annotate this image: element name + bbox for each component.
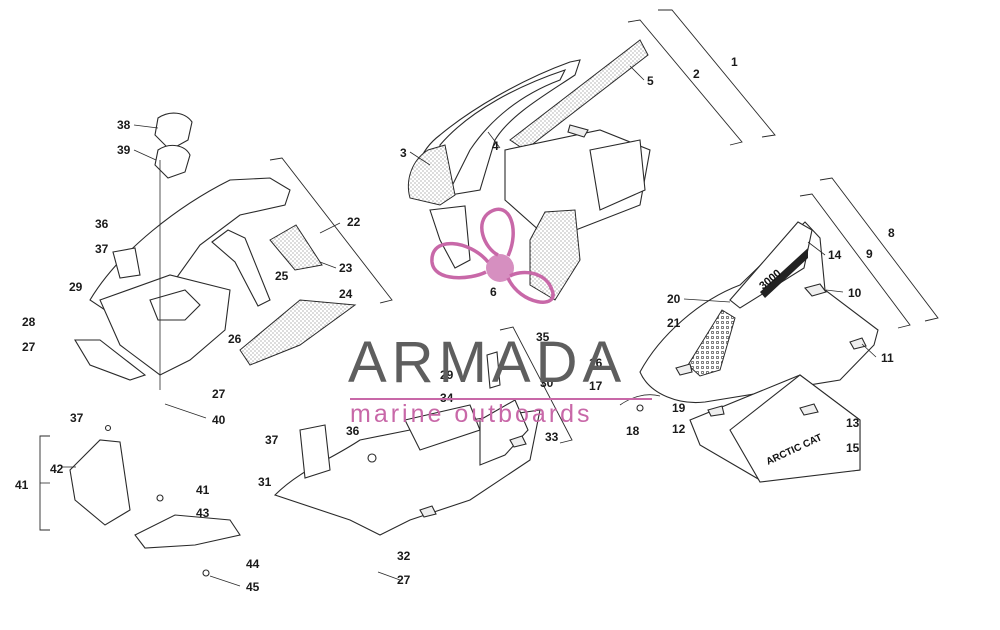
callout-label: 14 bbox=[828, 248, 842, 262]
callout-label: 40 bbox=[212, 413, 226, 427]
callout-label: 36 bbox=[346, 424, 360, 438]
gasket-38 bbox=[154, 112, 193, 151]
callout-label: 39 bbox=[117, 143, 131, 157]
callout-label: 36 bbox=[95, 217, 109, 231]
side-panel-assembly: 3000 ARCTIC CAT bbox=[619, 221, 879, 483]
bracket-43 bbox=[134, 514, 241, 549]
callout-label: 1 bbox=[731, 55, 738, 69]
gasket-39 bbox=[154, 144, 191, 179]
callout-label: 27 bbox=[22, 340, 36, 354]
propeller-icon bbox=[430, 207, 555, 304]
callout-label: 45 bbox=[246, 580, 260, 594]
hood-assembly bbox=[407, 39, 651, 301]
callout-label: 32 bbox=[397, 549, 411, 563]
callout-label: 22 bbox=[347, 215, 361, 229]
callout-label: 23 bbox=[339, 261, 353, 275]
callout-label: 27 bbox=[212, 387, 226, 401]
bracket-25 bbox=[211, 229, 271, 307]
callout-label: 6 bbox=[490, 285, 497, 299]
callout-label: 27 bbox=[397, 573, 411, 587]
leader-lines bbox=[62, 65, 877, 587]
callout-label: 28 bbox=[22, 315, 36, 329]
callout-label: 26 bbox=[228, 332, 242, 346]
callout-label: 8 bbox=[888, 226, 895, 240]
callout-label: 37 bbox=[95, 242, 109, 256]
callout-label: 19 bbox=[672, 401, 686, 415]
callout-label: 44 bbox=[246, 557, 260, 571]
small-parts bbox=[69, 424, 241, 577]
panel-42 bbox=[69, 439, 131, 526]
callout-label: 12 bbox=[672, 422, 686, 436]
callout-label: 41 bbox=[196, 483, 210, 497]
watermark-underline bbox=[350, 398, 652, 400]
grouping-brackets bbox=[39, 9, 939, 531]
callout-label: 25 bbox=[275, 269, 289, 283]
front-nose-assembly bbox=[74, 112, 357, 390]
callout-label: 37 bbox=[70, 411, 84, 425]
lower-panel-15 bbox=[729, 374, 861, 483]
callout-label: 4 bbox=[492, 139, 499, 153]
callout-label: 31 bbox=[258, 475, 272, 489]
callout-label: 2 bbox=[693, 67, 700, 81]
pad-23 bbox=[269, 224, 323, 271]
callout-label: 29 bbox=[69, 280, 83, 294]
belly-pan-assembly bbox=[273, 351, 541, 536]
vent-mesh bbox=[687, 309, 736, 377]
callout-label: 18 bbox=[626, 424, 640, 438]
callout-label: 43 bbox=[196, 506, 210, 520]
callout-labels: 1 2 3 4 5 6 7 8 9 10 11 12 13 14 15 16 1… bbox=[15, 55, 895, 594]
callout-label: 5 bbox=[647, 74, 654, 88]
callout-label: 9 bbox=[866, 247, 873, 261]
callout-label: 37 bbox=[265, 433, 279, 447]
callout-label: 35 bbox=[536, 330, 550, 344]
callout-label: 15 bbox=[846, 441, 860, 455]
callout-label: 21 bbox=[667, 316, 681, 330]
watermark-title: ARMADA bbox=[348, 330, 627, 395]
callout-label: 3 bbox=[400, 146, 407, 160]
callout-label: 16 bbox=[589, 356, 603, 370]
pad-24 bbox=[239, 299, 357, 366]
watermark-subtitle: marine outboards bbox=[350, 400, 593, 428]
callout-label: 11 bbox=[881, 351, 894, 365]
callout-label: 17 bbox=[589, 379, 603, 393]
callout-label: 20 bbox=[667, 292, 681, 306]
callout-label: 38 bbox=[117, 118, 131, 132]
callout-label: 30 bbox=[540, 376, 554, 390]
callout-label: 29 bbox=[440, 368, 454, 382]
callout-label: 42 bbox=[50, 462, 64, 476]
callout-label: 41 bbox=[15, 478, 29, 492]
callout-label: 24 bbox=[339, 287, 353, 301]
callout-label: 33 bbox=[545, 430, 559, 444]
callout-label: 10 bbox=[848, 286, 862, 300]
callout-label: 13 bbox=[846, 416, 860, 430]
